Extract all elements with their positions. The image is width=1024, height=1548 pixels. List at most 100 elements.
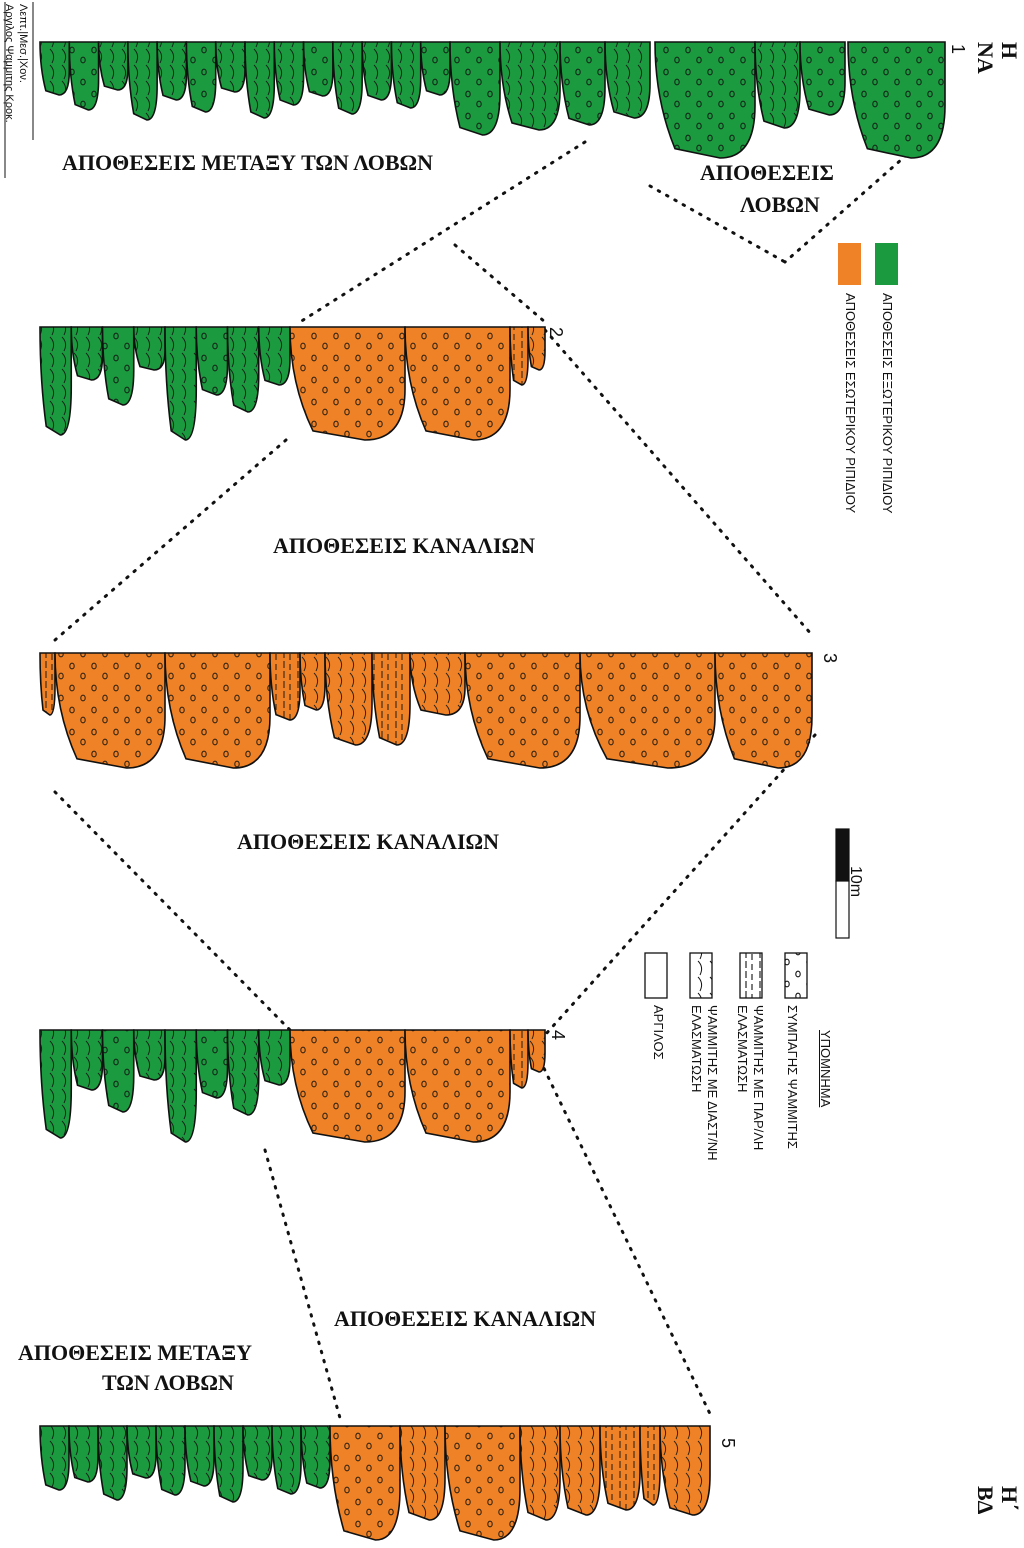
log-number-5: 5 xyxy=(718,1438,738,1449)
bed-texture xyxy=(227,327,259,412)
label-lobes-line2: ΛΟΒΩΝ xyxy=(740,192,820,217)
bed-texture xyxy=(243,1426,272,1480)
bed-texture xyxy=(510,1030,528,1088)
correlation-line xyxy=(53,790,292,1032)
bed-texture xyxy=(258,1030,290,1085)
bed-texture xyxy=(102,327,134,405)
bed-texture xyxy=(69,1426,98,1482)
log-number-2: 2 xyxy=(546,327,566,338)
bed-texture xyxy=(98,42,128,90)
correlation-line xyxy=(263,1148,342,1420)
bed-texture xyxy=(528,1030,545,1072)
legend-item-parallel-line2: ΕΛΑΣΜΑΤΩΣΗ xyxy=(735,1005,750,1093)
bed-texture xyxy=(127,1426,156,1478)
bed-texture xyxy=(445,1426,520,1540)
bed-texture xyxy=(133,1030,165,1080)
bed-texture xyxy=(71,327,103,380)
bed-texture xyxy=(800,42,845,115)
facies-legend-inner-fan: ΑΠΟΘΕΣΕΙΣ ΕΣΩΤΕΡΙΚΟΥ ΡΙΠΙΔΙΟΥ xyxy=(843,293,858,514)
bed-texture xyxy=(400,1426,445,1520)
bed-texture xyxy=(362,42,392,100)
label-channels-2: ΑΠΟΘΕΣΕΙΣ ΚΑΝΑΛΙΩΝ xyxy=(237,829,500,854)
label-channels-1: ΑΠΟΘΕΣΕΙΣ ΚΑΝΑΛΙΩΝ xyxy=(273,533,536,558)
massive-sandstone-icon xyxy=(784,952,808,999)
bed-texture xyxy=(185,1426,214,1486)
bed-texture xyxy=(500,42,560,130)
bed-texture xyxy=(303,42,333,96)
legend-item-cross-line1: ΨΑΜΜΙΤΗΣ ΜΕ ΔΙΑΣΤ/ΝΗ xyxy=(705,1005,720,1161)
bed-texture xyxy=(165,653,270,768)
bed-texture xyxy=(330,1426,400,1540)
section-end-direction: ΒΔ xyxy=(973,1486,998,1515)
correlation-lines xyxy=(53,128,937,1420)
bed-texture xyxy=(301,1426,330,1488)
bed-texture xyxy=(520,1426,560,1520)
bed-texture xyxy=(715,653,812,768)
bed-texture xyxy=(258,327,290,385)
bed-texture xyxy=(40,1030,72,1138)
label-interlobe-1: ΑΠΟΘΕΣΕΙΣ ΜΕΤΑΞΥ ΤΩΝ ΛΟΒΩΝ xyxy=(62,150,434,175)
section-end-code: Η΄ xyxy=(997,1486,1022,1511)
bed-texture xyxy=(102,1030,134,1112)
bed-texture xyxy=(465,653,580,768)
bed-texture xyxy=(270,653,300,720)
bed-texture xyxy=(55,653,165,768)
bed-texture xyxy=(450,42,500,135)
bed-texture xyxy=(245,42,275,118)
bed-texture xyxy=(215,42,245,92)
bed-texture xyxy=(640,1426,660,1505)
log-5 xyxy=(39,1425,711,1541)
facies-legend-outer-fan: ΑΠΟΘΕΣΕΙΣ ΕΞΩΤΕΡΙΚΟΥ ΡΙΠΙΔΙΟΥ xyxy=(880,293,895,514)
parallel-lamination-icon xyxy=(739,952,763,999)
mudstone-icon xyxy=(644,952,668,999)
bed-texture xyxy=(420,42,450,95)
log-number-4: 4 xyxy=(548,1030,568,1041)
bed-texture xyxy=(391,42,421,108)
log-2 xyxy=(39,326,546,441)
bed-texture xyxy=(274,42,304,105)
bed-texture xyxy=(290,327,405,440)
bed-texture xyxy=(40,653,55,715)
log-4 xyxy=(39,1029,546,1143)
bed-texture xyxy=(325,653,372,745)
label-interlobe-2-line2: ΤΩΝ ΛΟΒΩΝ xyxy=(102,1370,234,1395)
log-number-3: 3 xyxy=(820,653,840,664)
bed-texture xyxy=(510,327,528,385)
bed-texture xyxy=(332,42,363,114)
bed-texture xyxy=(40,1426,69,1490)
bed-texture xyxy=(580,653,715,768)
bed-texture xyxy=(127,42,158,120)
bed-texture xyxy=(165,1030,197,1142)
bed-texture xyxy=(40,42,70,95)
correlation-line xyxy=(453,243,547,324)
bed-texture xyxy=(528,327,545,370)
bed-texture xyxy=(605,42,650,118)
outer-fan-swatch xyxy=(875,243,898,285)
bed-texture xyxy=(272,1426,301,1494)
legend-item-parallel-line1: ΨΑΜΜΙΤΗΣ ΜΕ ΠΑΡ/ΛΗ xyxy=(751,1005,766,1151)
bed-texture xyxy=(372,653,410,745)
bed-texture xyxy=(405,1030,510,1142)
bed-texture xyxy=(655,42,755,158)
grain-scale-row2: Αργιλος Ψαμμιτης Κροκ. xyxy=(3,4,15,123)
correlation-line xyxy=(53,438,288,642)
cross-lamination-icon xyxy=(689,952,713,999)
bed-texture xyxy=(196,327,228,395)
bed-texture xyxy=(600,1426,640,1510)
bed-texture xyxy=(560,42,605,125)
legend-item-cross-line2: ΕΛΑΣΜΑΤΩΣΗ xyxy=(689,1005,704,1093)
bed-texture xyxy=(165,327,197,440)
scale-bar-label: 10m xyxy=(847,866,864,898)
bed-texture xyxy=(410,653,465,715)
bed-texture xyxy=(560,1426,600,1515)
bed-texture xyxy=(848,42,945,158)
scale-bar-white xyxy=(835,880,850,939)
bed-texture xyxy=(660,1426,710,1515)
label-channels-3: ΑΠΟΘΕΣΕΙΣ ΚΑΝΑΛΙΩΝ xyxy=(334,1306,597,1331)
correlation-line xyxy=(648,184,787,264)
bed-texture xyxy=(755,42,800,128)
inner-fan-swatch xyxy=(838,243,861,285)
bed-texture xyxy=(98,1426,127,1500)
bed-texture xyxy=(196,1030,228,1098)
